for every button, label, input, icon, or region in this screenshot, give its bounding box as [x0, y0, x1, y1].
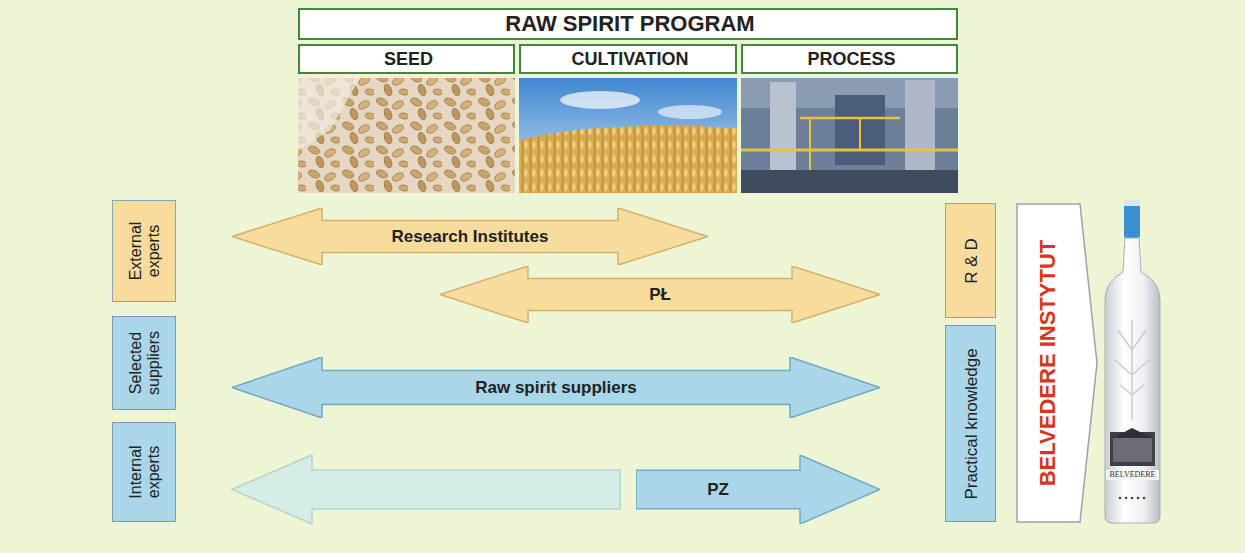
arrow-shape — [636, 455, 880, 524]
text-holder: Raw spirit suppliers — [232, 357, 880, 418]
text-holder: External experts — [113, 201, 177, 301]
node-label: SEED — [384, 49, 433, 70]
group-box: External experts — [112, 200, 176, 302]
text-holder: BELVEDERE INSTYTUT — [1016, 203, 1080, 523]
text-holder: R & D — [946, 204, 997, 317]
side-box: R & D — [945, 203, 996, 318]
text-holder: Research Institutes — [232, 208, 708, 265]
text-holder: PZ — [636, 455, 800, 524]
text-holder: RAW SPIRIT PROGRAM — [300, 10, 960, 38]
bottle-label: BELVEDERE — [1106, 470, 1159, 480]
node-label: CULTIVATION — [572, 49, 689, 70]
double-arrow: Raw spirit suppliers — [232, 357, 880, 418]
institute-arrow: BELVEDERE INSTYTUT — [1016, 203, 1098, 523]
text-holder: CULTIVATION — [521, 46, 739, 72]
arrow-outline — [232, 208, 708, 265]
right-arrow: PZ — [636, 455, 880, 524]
node-label: RAW SPIRIT PROGRAM — [505, 11, 754, 36]
node-label: PŁ — [649, 285, 671, 305]
text-holder: PROCESS — [743, 46, 960, 72]
program-title-band: RAW SPIRIT PROGRAM — [298, 8, 958, 40]
stage-header: PROCESS — [741, 44, 958, 74]
group-box: Selected suppliers — [112, 316, 176, 410]
vertical-label: External experts — [127, 205, 164, 297]
node-label: PZ — [707, 480, 729, 500]
vertical-label: Selected suppliers — [127, 321, 164, 405]
vertical-label: Internal experts — [127, 427, 164, 517]
stage-header: CULTIVATION — [519, 44, 737, 74]
node-label: Raw spirit suppliers — [475, 378, 637, 398]
vertical-label: R & D — [962, 208, 982, 313]
text-holder: Internal experts — [113, 423, 177, 521]
vertical-label: BELVEDERE INSTYTUT — [1035, 208, 1060, 518]
double-arrow: Research Institutes — [232, 208, 708, 265]
text-holder: Selected suppliers — [113, 317, 177, 409]
stage-header: SEED — [298, 44, 515, 74]
group-box: Internal experts — [112, 422, 176, 522]
arrow-outline — [232, 357, 880, 418]
arrow-outline — [636, 455, 880, 524]
double-arrow: PŁ — [440, 266, 880, 323]
text-holder: PŁ — [440, 266, 880, 323]
text-holder: SEED — [300, 46, 517, 72]
arrow-outline — [1017, 204, 1097, 522]
node-label: Research Institutes — [392, 227, 549, 247]
arrow-outline — [440, 266, 880, 323]
node-label: PROCESS — [807, 49, 895, 70]
vertical-label: Practical knowledge — [962, 330, 982, 517]
text-holder: Practical knowledge — [946, 326, 997, 521]
side-box: Practical knowledge — [945, 325, 996, 522]
